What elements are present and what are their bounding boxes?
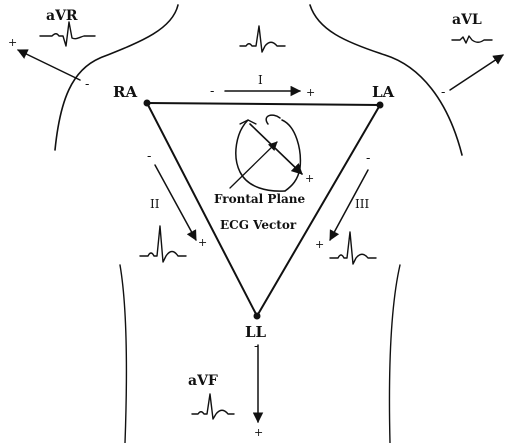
lead-i-plus: + — [306, 86, 315, 99]
lead-avl-minus: - — [441, 85, 445, 100]
lead-ii-minus: - — [147, 149, 151, 164]
lead-i-minus: - — [210, 84, 214, 99]
lead-avr-label: aVR — [46, 8, 78, 24]
vertex-dot-la — [377, 102, 384, 109]
lead-avl-axis: - aVL — [441, 12, 503, 100]
heart-outline — [236, 115, 301, 191]
center-label-line1: Frontal Plane — [214, 192, 305, 206]
lead-i-axis: - + I — [210, 73, 315, 99]
lead-avl-label: aVL — [452, 12, 482, 28]
lead-avf-plus: + — [254, 426, 263, 439]
ecg-waveform-iii — [330, 232, 376, 264]
vertex-dot-ra — [144, 100, 151, 107]
lead-ii-label: II — [150, 197, 160, 211]
ecg-waveform-avf — [192, 394, 234, 419]
lead-iii-label: III — [355, 197, 369, 211]
ecg-waveform-ii — [140, 226, 186, 262]
vertex-label-ra: RA — [113, 83, 137, 101]
vector-plus: + — [305, 172, 314, 185]
lead-avr-axis: - + aVR — [8, 8, 89, 92]
vertex-dot-ll — [254, 313, 261, 320]
lead-iii-minus: - — [366, 151, 370, 166]
lead-avr-minus: - — [85, 77, 89, 92]
lead-ii-plus: + — [198, 236, 207, 249]
ecg-waveform-avr — [40, 22, 95, 46]
lead-i-label: I — [258, 73, 263, 87]
ecg-waveform-top-center — [240, 26, 285, 52]
lead-avr-plus: + — [8, 36, 17, 49]
lead-avf-axis: - + aVF — [188, 339, 263, 439]
lead-avf-label: aVF — [188, 373, 218, 389]
vertex-label-la: LA — [372, 83, 395, 101]
lead-ii-axis: - + II — [147, 149, 207, 249]
lead-iii-plus: + — [315, 238, 324, 251]
ecg-vector-arrow: + — [250, 124, 314, 185]
ecg-waveform-avl — [452, 36, 492, 43]
center-label-line2: ECG Vector — [220, 218, 297, 232]
